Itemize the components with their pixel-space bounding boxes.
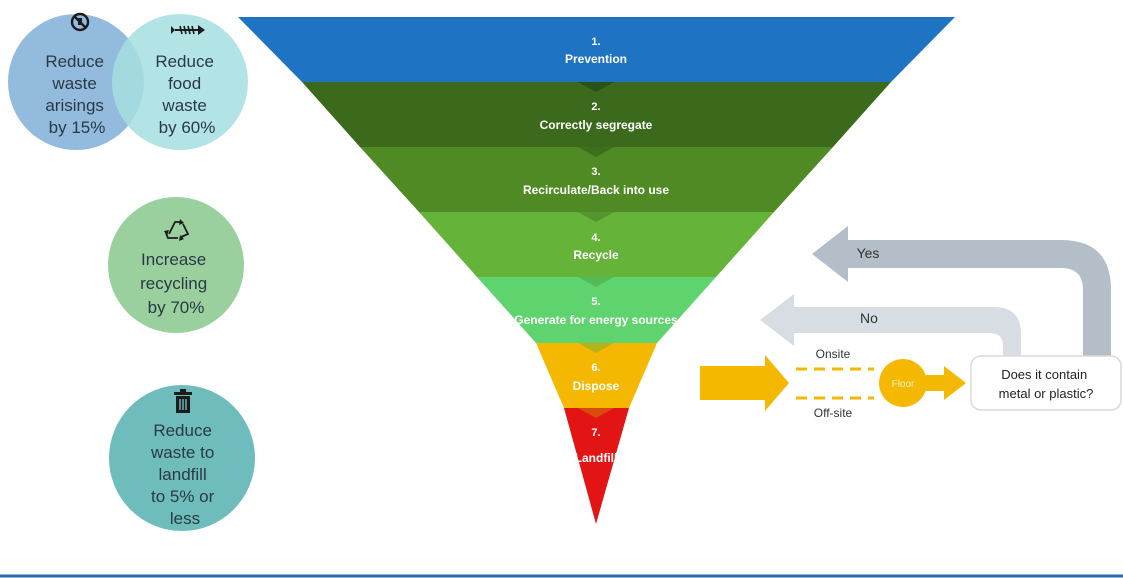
- tier-number-1: 1.: [591, 36, 600, 48]
- hierarchy-triangle: 1. Prevention 2. Correctly segregate 3. …: [238, 17, 955, 524]
- tier-number-7: 7.: [591, 427, 600, 439]
- target-line: by 15%: [49, 118, 106, 137]
- tier-notch: [578, 147, 614, 157]
- target-line: landfill: [159, 465, 207, 484]
- target-label-waste-arisings: Reduce waste arisings by 15%: [45, 52, 108, 137]
- target-line: to 5% or: [151, 487, 215, 506]
- tier-band-1: [238, 17, 955, 82]
- question-text: Does it contain metal or plastic?: [999, 367, 1094, 401]
- offsite-label: Off-site: [814, 406, 853, 420]
- target-line: less: [170, 509, 200, 528]
- target-line: Increase: [141, 250, 206, 269]
- recycle-icon: [164, 219, 190, 241]
- tier-band-5: [477, 277, 716, 343]
- target-circle-waste-arisings: [8, 14, 144, 150]
- target-label-food-waste: Reduce food waste by 60%: [155, 52, 218, 137]
- tier-label-5: Generate for energy sources: [514, 313, 678, 327]
- tier-notch: [578, 82, 614, 92]
- target-line: Reduce: [153, 421, 212, 440]
- target-label-recycling: Increase recycling by 70%: [140, 250, 212, 317]
- question-line: metal or plastic?: [999, 386, 1094, 401]
- fish-bone-icon: [171, 25, 205, 35]
- target-line: arisings: [45, 96, 104, 115]
- onsite-label: Onsite: [816, 347, 851, 361]
- yes-loop-arrow: [812, 226, 1111, 358]
- target-line: by 60%: [159, 118, 216, 137]
- target-line: recycling: [140, 274, 207, 293]
- question-box: [970, 355, 1122, 411]
- trash-icon: [174, 389, 192, 413]
- floor-label: Floor: [892, 379, 915, 390]
- target-line: waste: [51, 74, 96, 93]
- tier-number-3: 3.: [591, 166, 600, 178]
- tier-band-4: [419, 212, 774, 277]
- target-line: Reduce: [155, 52, 214, 71]
- tier-notch: [578, 408, 614, 418]
- tier-number-5: 5.: [591, 296, 600, 308]
- question-line: Does it contain: [1001, 367, 1087, 382]
- tier-band-3: [360, 147, 833, 212]
- tier-label-1: Prevention: [565, 52, 627, 66]
- floor-to-question-arrow: [926, 366, 966, 400]
- yes-label: Yes: [857, 245, 880, 261]
- target-line: food: [168, 74, 201, 93]
- tier-label-2: Correctly segregate: [540, 118, 653, 132]
- target-label-landfill: Reduce waste to landfill to 5% or less: [150, 421, 219, 528]
- tier-label-3: Recirculate/Back into use: [523, 183, 669, 197]
- tier-band-7: [564, 408, 629, 524]
- tier-label-6: Dispose: [573, 379, 620, 393]
- no-loop-arrow: [760, 294, 1021, 358]
- tier-notch: [578, 343, 614, 353]
- no-label: No: [860, 310, 878, 326]
- tier-label-7: Landfill: [575, 451, 618, 465]
- tier-band-6: [536, 343, 657, 408]
- tier-number-6: 6.: [591, 362, 600, 374]
- tier-label-4: Recycle: [573, 248, 619, 262]
- tier-notch: [578, 212, 614, 222]
- target-line: by 70%: [148, 298, 205, 317]
- dispose-arrow: [700, 355, 789, 411]
- target-circle-landfill: [109, 385, 255, 531]
- target-circle-food-waste: [112, 14, 248, 150]
- target-line: Reduce: [45, 52, 104, 71]
- disposal-flow: Onsite Off-site Floor Does it contain me…: [700, 226, 1122, 420]
- target-line: waste: [161, 96, 206, 115]
- target-circle-recycling: [108, 197, 244, 333]
- tier-notch: [578, 277, 614, 287]
- target-line: waste to: [150, 443, 214, 462]
- tier-number-2: 2.: [591, 101, 600, 113]
- tier-band-2: [302, 82, 891, 147]
- no-waste-icon: [70, 12, 90, 32]
- tier-number-4: 4.: [591, 232, 600, 244]
- target-circles: Reduce waste arisings by 15% Reduce food…: [8, 12, 255, 531]
- floor-node: [879, 359, 927, 407]
